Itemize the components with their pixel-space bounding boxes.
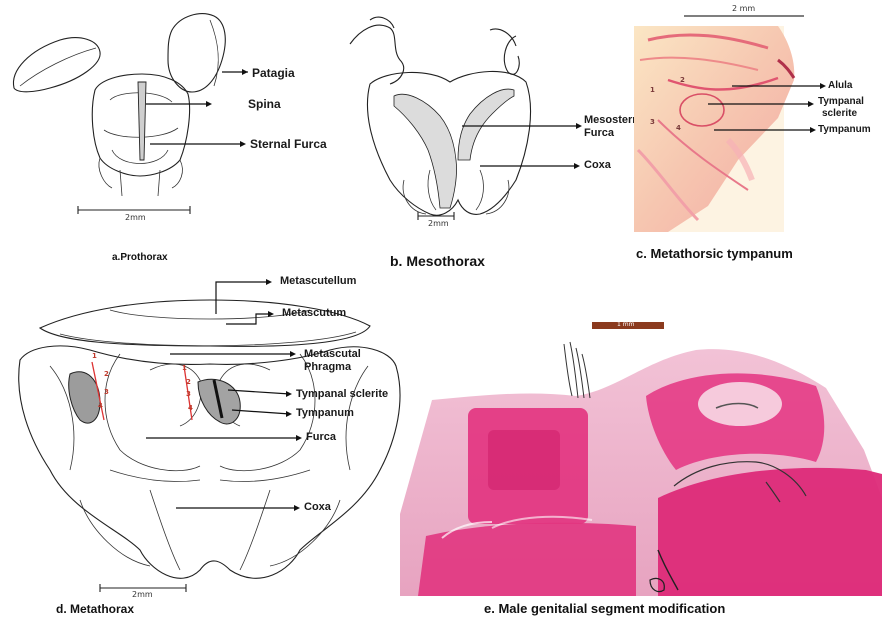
label-coxa-b: Coxa (584, 159, 611, 171)
caption-mesothorax: b. Mesothorax (390, 253, 485, 269)
scale-label-d: 2mm (132, 590, 153, 599)
metathorax-marker-4b: 4 (188, 404, 193, 412)
metathorax-drawing (0, 270, 420, 621)
panel-tympanum: 1 2 3 4 2 mm Alula Tympanal sclerite Tym… (628, 0, 888, 275)
label-furca-b: Furca (584, 127, 614, 139)
label-metascutal: Metascutal (304, 348, 361, 360)
caption-prothorax: a.Prothorax (112, 252, 168, 263)
scale-label-b: 2mm (428, 219, 449, 228)
metathorax-marker-2b: 2 (186, 378, 191, 386)
metathorax-marker-3b: 3 (186, 390, 191, 398)
label-furca-d: Furca (306, 431, 336, 443)
label-metascutum: Metascutum (282, 307, 346, 319)
panel-mesothorax: Mesosternal Furca Coxa 2mm b. Mesothorax (330, 0, 630, 275)
tympanum-marker-4: 4 (676, 124, 681, 132)
label-sternal-furca: Sternal Furca (250, 137, 327, 151)
caption-metathorax: d. Metathorax (56, 602, 134, 616)
panel-genitalia: 1 mm e. Male genitalial segment modifica… (396, 300, 888, 621)
metathorax-marker-1: 1 (92, 352, 97, 360)
label-tympanal-c-2: sclerite (822, 108, 857, 119)
label-tympanum-c: Tympanum (818, 124, 871, 135)
caption-tympanum: c. Metathorsic tympanum (636, 246, 793, 261)
label-phragma: Phragma (304, 361, 351, 373)
prothorax-drawing (0, 0, 340, 270)
tympanum-marker-3: 3 (650, 118, 655, 126)
label-alula: Alula (828, 80, 852, 91)
tympanum-marker-2: 2 (680, 76, 685, 84)
panel-metathorax: 1 2 3 4 1 2 3 4 Metascutellum Metascutum… (0, 270, 420, 621)
label-tympanal-sclerite-d: Tympanal sclerite (296, 388, 388, 400)
scale-label-e: 1 mm (617, 321, 634, 328)
panel-prothorax: Patagia Spina Sternal Furca 2mm a.Protho… (0, 0, 340, 270)
scale-label-a: 2mm (125, 213, 146, 222)
label-patagia: Patagia (252, 66, 295, 80)
metathorax-marker-2: 2 (104, 370, 109, 378)
label-tympanum-d: Tympanum (296, 407, 354, 419)
label-coxa-d: Coxa (304, 501, 331, 513)
metathorax-marker-3: 3 (104, 388, 109, 396)
metathorax-marker-4: 4 (98, 402, 103, 410)
label-spina: Spina (248, 97, 281, 111)
tympanum-marker-1: 1 (650, 86, 655, 94)
tympanum-micrograph (628, 0, 888, 275)
caption-genitalia: e. Male genitalial segment modification (484, 601, 725, 616)
label-metascutellum: Metascutellum (280, 275, 356, 287)
label-tympanal-c-1: Tympanal (818, 96, 864, 107)
genitalia-micrograph (396, 300, 888, 621)
scale-label-c: 2 mm (732, 4, 755, 13)
metathorax-marker-1b: 1 (182, 364, 187, 372)
